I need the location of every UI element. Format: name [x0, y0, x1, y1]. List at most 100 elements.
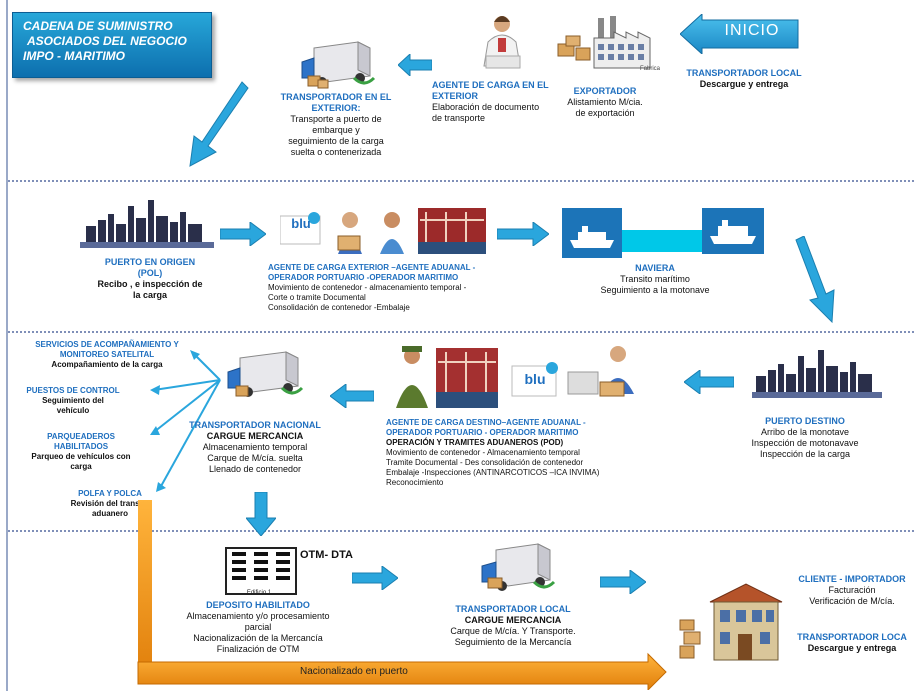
title-line-3: IMPO - MARITIMO [23, 49, 125, 63]
servicio-monitoreo-title-1: SERVICIOS DE ACOMPAÑAMIENTO Y [35, 340, 179, 349]
row-divider-1 [8, 180, 914, 182]
transportador-local-cargue-title: TRANSPORTADOR LOCAL [455, 604, 571, 614]
transportador-exterior-line-2: embarque y [312, 125, 360, 135]
transportador-local-cargue-line-2: Seguimiento de la Mercancía [454, 637, 572, 647]
transportador-local-final-title: TRANSPORTADOR LOCA [797, 632, 907, 642]
deposito-line-3: Nacionalización de la Mercancía [193, 633, 323, 643]
agente-carga-exterior-block: AGENTE DE CARGA EN EL EXTERIOR Elaboraci… [432, 80, 567, 124]
flow-arrow-down-1 [246, 492, 276, 536]
flow-arrow-right-3 [352, 566, 398, 590]
destination-agents-icon [396, 346, 634, 408]
port-destination-city-icon [752, 350, 882, 398]
parqueaderos-title-1: PARQUEADEROS [47, 432, 115, 441]
flow-arrow-diagonal-1 [189, 81, 249, 167]
building-label: Edificio 1 [246, 590, 272, 596]
polfa-polca-line-1: Revisión del transito [70, 499, 150, 508]
transportador-local-cargue-block: TRANSPORTADOR LOCAL CARGUE MERCANCIA Car… [428, 604, 598, 648]
transportador-nacional-line-3: Llenado de contenedor [208, 464, 302, 474]
parqueaderos-line-1: Parqueo de vehículos con [31, 452, 131, 461]
transportador-local-inicio: TRANSPORTADOR LOCAL Descargue y entrega [674, 68, 814, 90]
agentes-exterior-title-1: AGENTE DE CARGA EXTERIOR –AGENTE ADUANAL… [268, 263, 476, 272]
flow-arrow-diagonal-2 [795, 236, 835, 324]
puestos-control-line-1: Seguimiento del [42, 396, 104, 405]
cliente-importador-block: CLIENTE - IMPORTADOR Facturación Verific… [790, 574, 914, 607]
title-line-1: CADENA DE SUMINISTRO [23, 19, 173, 33]
transportador-nacional-title: TRANSPORTADOR NACIONAL [189, 420, 321, 430]
transportador-exterior-title-2: EXTERIOR: [311, 103, 361, 113]
agents-group-icon [280, 208, 486, 254]
servicio-polfa-polca: POLFA Y POLCA Revisión del transito adua… [50, 489, 170, 519]
agente-exterior-line-1: Elaboración de documento [432, 102, 540, 112]
agent-person-icon [483, 16, 521, 69]
factory-label: Fabrica [639, 66, 660, 72]
exportador-line-1: Alistamiento M/cia. [567, 97, 643, 107]
naviera-line-1: Transito marítimo [620, 274, 690, 284]
transportador-exterior-title-1: TRANSPORTADOR EN EL [280, 92, 392, 102]
puerto-destino-line-1: Arribo de la monotave [760, 427, 850, 437]
parqueaderos-line-2: carga [70, 462, 92, 471]
transportador-nacional-subtitle: CARGUE MERCANCIA [206, 431, 304, 441]
agentes-exterior-block: AGENTE DE CARGA EXTERIOR –AGENTE ADUANAL… [268, 263, 528, 313]
deposito-line-1: Almacenamiento y/o procesamiento [186, 611, 330, 621]
transportador-local-desc: Descargue y entrega [699, 79, 789, 89]
transportador-local-cargue-subtitle: CARGUE MERCANCIA [464, 615, 562, 625]
ships-icon [562, 208, 764, 258]
transportador-local-final-line: Descargue y entrega [807, 643, 897, 653]
transportador-nacional-line-1: Almacenamiento temporal [202, 442, 308, 452]
port-origin-city-icon [80, 200, 214, 248]
cliente-line-1: Facturación [828, 585, 876, 595]
row-divider-2 [8, 331, 914, 333]
exportador-line-2: de exportación [575, 108, 635, 118]
nacionalizado-label: Nacionalizado en puerto [300, 666, 408, 677]
agentes-destino-line-4: Reconocimiento [386, 478, 444, 487]
polfa-polca-title: POLFA Y POLCA [78, 489, 142, 498]
agentes-destino-subtitle: OPERACIÓN Y TRAMITES ADUANEROS (POD) [386, 438, 564, 447]
warehouse-building-icon [225, 547, 297, 595]
flow-arrow-right-2 [497, 222, 549, 246]
blu-logo: blu [291, 216, 311, 231]
cliente-importador-title: CLIENTE - IMPORTADOR [798, 574, 906, 584]
otm-dta-label: OTM- DTA [300, 549, 353, 561]
puerto-destino-block: PUERTO DESTINO Arribo de la monotave Ins… [730, 416, 880, 460]
factory-icon [557, 16, 651, 69]
transportador-nacional-line-2: Carque de M/cía. suelta [207, 453, 303, 463]
parqueaderos-title-2: HABILITADOS [53, 442, 109, 451]
agentes-destino-line-3: Embalaje -Inspecciones (ANTINARCOTICOS –… [386, 468, 600, 477]
agentes-destino-block: AGENTE DE CARGA DESTINO–AGENTE ADUANAL -… [386, 418, 656, 488]
exportador-title: EXPORTADOR [573, 86, 637, 96]
title-line-2: ASOCIADOS DEL NEGOCIO [27, 34, 187, 48]
agentes-exterior-line-1: Movimiento de contenedor - almacenamient… [268, 283, 467, 292]
deposito-line-4: Finalización de OTM [216, 644, 300, 654]
inicio-arrow [680, 14, 799, 54]
exportador-block: EXPORTADOR Alistamiento M/cia. de export… [555, 86, 655, 119]
transportador-nacional-block: TRANSPORTADOR NACIONAL CARGUE MERCANCIA … [180, 420, 330, 475]
deposito-title: DEPOSITO HABILITADO [206, 600, 310, 610]
flow-arrow-right-4 [600, 570, 646, 594]
agentes-destino-line-1: Movimiento de contenedor - Almacenamient… [386, 448, 580, 457]
servicio-parqueaderos: PARQUEADEROS HABILITADOS Parqueo de vehí… [22, 432, 140, 472]
naviera-line-2: Seguimiento a la motonave [600, 285, 710, 295]
puerto-origen-block: PUERTO EN ORIGEN (POL) Recibo , e inspec… [80, 257, 220, 301]
servicio-monitoreo-line-1: Acompañamiento de la carga [51, 360, 163, 369]
transportador-exterior-line-3: seguimiento de la carga [288, 136, 384, 146]
puerto-origen-line-1: Recibo , e inspección de [97, 279, 203, 289]
puestos-control-title: PUESTOS DE CONTROL [26, 386, 120, 395]
agente-exterior-line-2: de transporte [432, 113, 486, 123]
left-border [6, 0, 8, 691]
diagram-title: CADENA DE SUMINISTRO ASOCIADOS DEL NEGOC… [12, 12, 212, 78]
services-fan-arrows [150, 350, 221, 492]
client-house-icon [679, 583, 783, 661]
deposito-block: DEPOSITO HABILITADO Almacenamiento y/o p… [178, 600, 338, 655]
deposito-line-2: parcial [244, 622, 272, 632]
truck-icon [301, 41, 376, 89]
naviera-block: NAVIERA Transito marítimo Seguimiento a … [580, 263, 730, 296]
puerto-destino-title: PUERTO DESTINO [765, 416, 845, 426]
inicio-label: INICIO [724, 22, 780, 39]
transportador-exterior-line-4: suelta o contenerizada [290, 147, 382, 157]
row-divider-3 [8, 530, 914, 532]
transportador-local-final-block: TRANSPORTADOR LOCA Descargue y entrega [790, 632, 914, 654]
puerto-origen-title-1: PUERTO EN ORIGEN [104, 257, 196, 267]
cliente-line-2: Verificación de M/cía. [809, 596, 895, 606]
agentes-destino-line-2: Tramite Documental - Des consolidación d… [386, 458, 584, 467]
